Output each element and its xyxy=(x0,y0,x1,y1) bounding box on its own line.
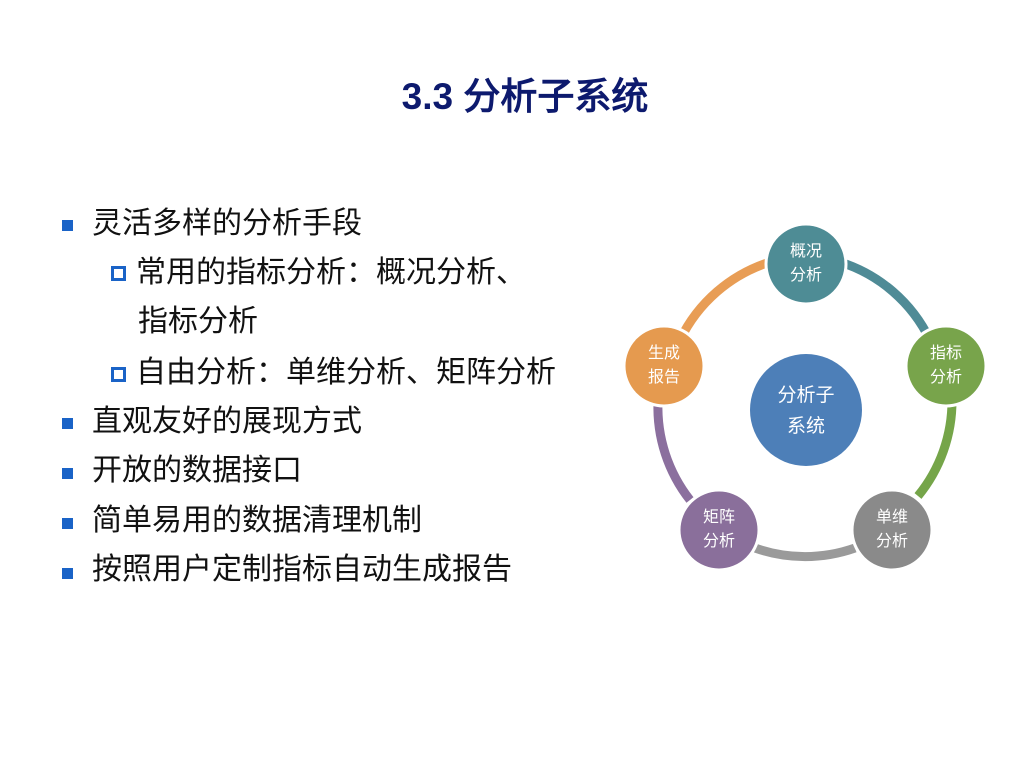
sub-bullet-item: 自由分析：单维分析、矩阵分析 xyxy=(136,355,556,390)
node-label: 矩阵 xyxy=(703,507,735,526)
bullet-square-icon xyxy=(62,418,73,429)
node-circle xyxy=(677,488,761,572)
bullet-item: 灵活多样的分析手段 xyxy=(92,206,362,241)
cycle-ring xyxy=(653,257,957,562)
center-node-label: 分析子 xyxy=(777,384,834,406)
node-overview-analysis: 概况 分析 xyxy=(764,222,848,306)
node-generate-report: 生成 报告 xyxy=(622,324,706,408)
node-label: 生成 xyxy=(648,343,680,362)
center-node-circle xyxy=(750,354,862,466)
center-node: 分析子 系统 xyxy=(750,354,862,466)
bullet-item: 简单易用的数据清理机制 xyxy=(92,503,422,538)
bullet-item: 开放的数据接口 xyxy=(92,453,302,488)
bullet-square-icon xyxy=(62,568,73,579)
slide-title: 3.3 分析子系统 xyxy=(401,76,649,117)
node-label: 分析 xyxy=(930,367,962,386)
node-single-dimension-analysis: 单维 分析 xyxy=(850,488,934,572)
bullet-square-icon xyxy=(62,518,73,529)
sub-bullet-item: 常用的指标分析：概况分析、 xyxy=(136,255,526,290)
cycle-arc xyxy=(753,543,857,562)
sub-bullet-hollow-square-icon xyxy=(111,266,126,281)
node-label: 分析 xyxy=(703,531,735,550)
bullet-item: 直观友好的展现方式 xyxy=(92,404,362,439)
cycle-arc xyxy=(914,399,957,499)
node-circle xyxy=(622,324,706,408)
bullet-item: 按照用户定制指标自动生成报告 xyxy=(92,552,512,587)
node-indicator-analysis: 指标 分析 xyxy=(904,324,988,408)
cycle-arc xyxy=(838,257,935,342)
sub-bullet-continuation: 指标分析 xyxy=(138,304,258,339)
bullet-square-icon xyxy=(62,220,73,231)
node-label: 单维 xyxy=(876,507,908,526)
center-node-label: 系统 xyxy=(787,415,825,437)
node-label: 分析 xyxy=(790,265,822,284)
node-label: 概况 xyxy=(790,241,822,260)
sub-bullet-hollow-square-icon xyxy=(111,367,126,382)
cycle-arc xyxy=(675,257,772,342)
bullet-square-icon xyxy=(62,468,73,479)
cycle-arc xyxy=(653,401,694,503)
node-label: 分析 xyxy=(876,531,908,550)
node-circle xyxy=(764,222,848,306)
node-circle xyxy=(904,324,988,408)
node-label: 报告 xyxy=(648,367,680,386)
node-circle xyxy=(850,488,934,572)
node-matrix-analysis: 矩阵 分析 xyxy=(677,488,761,572)
node-label: 指标 xyxy=(930,343,962,362)
